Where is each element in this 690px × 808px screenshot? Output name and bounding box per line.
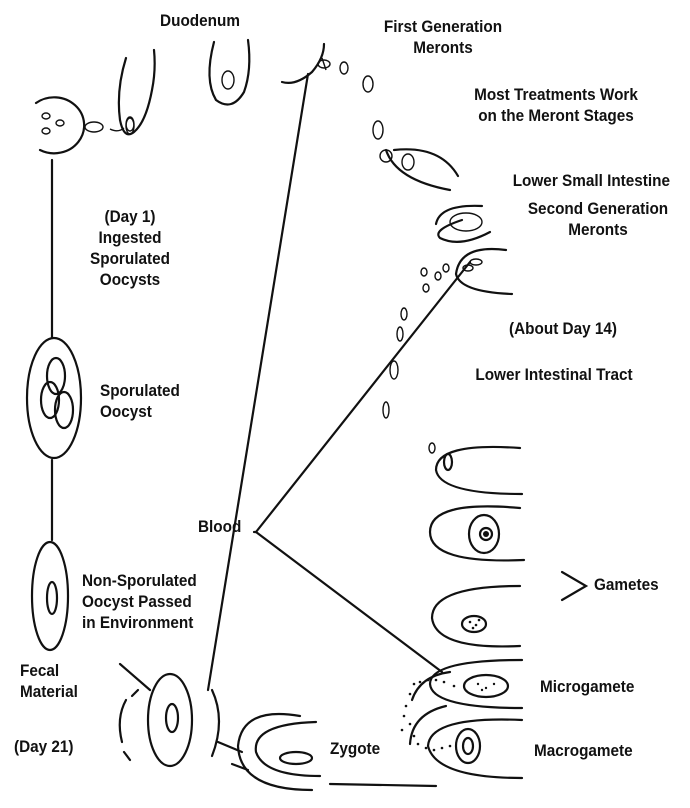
lower-intestinal-tract-label: Lower Intestinal Tract — [464, 364, 644, 385]
non-sporulated-oocyst — [32, 542, 68, 650]
zygote-cell — [238, 714, 320, 790]
duodenum-label: Duodenum — [146, 10, 254, 31]
non-sporulated-oocyst-label: Non-Sporulated Oocyst Passed in Environm… — [82, 570, 226, 633]
sporulated-oocyst — [27, 338, 81, 458]
macrogamete-cell — [410, 706, 522, 778]
blood-label: Blood — [198, 516, 252, 537]
second-gen-cell-2 — [456, 249, 512, 294]
gametes-label: Gametes — [594, 574, 675, 595]
day-1-label: (Day 1) Ingested Sporulated Oocysts — [76, 206, 184, 290]
fecal-material-label: Fecal Material — [20, 660, 92, 702]
macrogamete-label: Macrogamete — [534, 740, 669, 761]
microgamete-dotted-path — [401, 679, 456, 752]
duodenum-villus-1 — [119, 50, 155, 134]
microgamete-cell — [412, 660, 522, 708]
fecal-oocyst — [120, 674, 219, 766]
gamete-cell-1 — [429, 443, 522, 494]
gametes-bracket — [562, 572, 586, 600]
second-gen-cell-1 — [436, 206, 490, 242]
gamete-cell-2 — [430, 506, 524, 560]
sporulated-oocyst-label: Sporulated Oocyst — [100, 380, 199, 422]
gamete-cell-3 — [432, 586, 520, 646]
most-treatments-label: Most Treatments Work on the Meront Stage… — [448, 84, 664, 126]
about-day-14-label: (About Day 14) — [496, 318, 631, 339]
duodenum-villus-2 — [209, 40, 249, 105]
first-gen-meront-chain — [373, 121, 458, 190]
blood-lines — [208, 74, 470, 690]
second-gen-meront-chain — [383, 264, 449, 418]
lower-small-intestine-label: Lower Small Intestine — [481, 170, 670, 191]
second-generation-meronts-label: Second Generation Meronts — [517, 198, 679, 240]
day-21-label: (Day 21) — [14, 736, 95, 757]
first-generation-meronts-label: First Generation Meronts — [367, 16, 520, 58]
zygote-label: Zygote — [330, 738, 402, 759]
microgamete-label: Microgamete — [540, 676, 666, 697]
duodenum-villus-3 — [282, 44, 373, 92]
